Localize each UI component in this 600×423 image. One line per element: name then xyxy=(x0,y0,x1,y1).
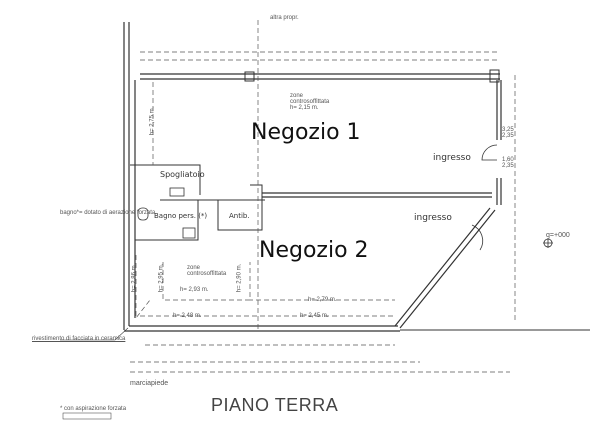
diagonal-facade xyxy=(394,207,496,329)
entrance-label: ingresso xyxy=(433,153,471,163)
entrance-label: ingresso xyxy=(414,213,452,223)
opening-value: 2,35 xyxy=(502,163,514,169)
height-label: h= 2,93 m. xyxy=(180,287,209,293)
height-label: h= 2,79 m. xyxy=(308,297,337,303)
ceiling-note-line: h= 2,15 m. xyxy=(290,105,319,111)
room-label-negozio-1: Negozio 1 xyxy=(251,120,361,145)
door-swing xyxy=(481,144,498,161)
sidewalk-label: marciapiede xyxy=(130,380,169,387)
plan-title: PIANO TERRA xyxy=(211,395,339,415)
opening-dimension: 3,25 2,35 xyxy=(502,127,514,139)
height-label: h= 2,48 m. xyxy=(173,313,202,319)
opening-value: 3,25 xyxy=(502,127,514,133)
opening-dimension: 1,60 2,35 xyxy=(502,157,514,169)
pillar xyxy=(244,71,255,82)
neighbour-label: altra propr. xyxy=(270,15,299,21)
footnote: * con aspirazione forzata xyxy=(60,406,127,412)
height-label: h= 2,45 m. xyxy=(300,313,329,319)
ceiling-note-2: zone controsoffittata xyxy=(187,265,226,277)
top-wall xyxy=(140,73,500,80)
ceiling-note: zone controsoffittata h= 2,15 m. xyxy=(290,93,329,111)
ceiling-note-line: zone xyxy=(290,93,304,99)
height-label: h= 2,75 m. xyxy=(149,106,156,136)
room-label-antibagno: Antib. xyxy=(229,212,250,220)
ceiling-note-line: zone xyxy=(187,265,201,271)
height-label: h= 2,86 m. xyxy=(131,263,138,293)
ceiling-note-line: controsoffittata xyxy=(290,99,330,105)
opening-value: 1,60 xyxy=(502,157,514,163)
bathroom-note: bagno*= dotato di aerazione forzata xyxy=(60,210,156,216)
level-marker: q=+000 xyxy=(546,232,570,239)
room-label-bagno: Bagno pers. (*) xyxy=(154,212,208,220)
right-wall xyxy=(496,80,502,205)
service-walls xyxy=(130,164,265,241)
pillar xyxy=(489,69,500,83)
room-label-negozio-2: Negozio 2 xyxy=(259,238,369,263)
left-wall xyxy=(123,22,136,330)
room-label-spogliatoio: Spogliatoio xyxy=(160,170,205,179)
height-label: h= 2,95 m. xyxy=(158,263,165,293)
ceiling-note-line: controsoffittata xyxy=(187,271,227,277)
facade-note: rivestimento di facciata in ceramica xyxy=(32,336,126,342)
door-swing xyxy=(471,224,484,251)
opening-value: 2,35 xyxy=(502,133,514,139)
shop-partition xyxy=(262,192,492,198)
bottom-wall xyxy=(124,325,400,332)
height-label: h= 2,90 m. xyxy=(236,263,243,293)
